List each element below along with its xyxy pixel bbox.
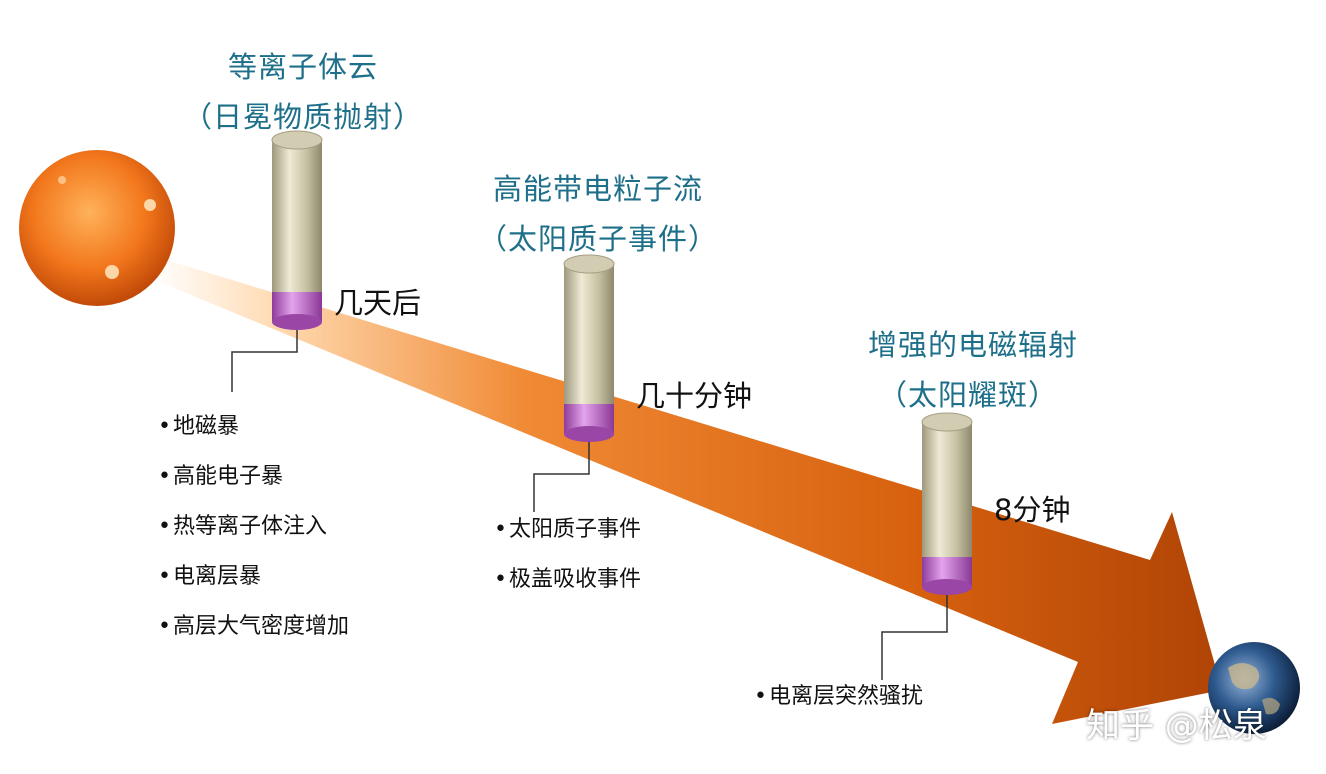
stage-3-time: 8分钟 — [994, 493, 1071, 527]
stage-2-effects: 太阳质子事件 极盖吸收事件 — [494, 505, 641, 605]
stage-1-subtitle: （日冕物质抛射） — [182, 100, 423, 134]
earth — [1208, 642, 1300, 734]
stage-3-title: 增强的电磁辐射 — [867, 328, 1078, 362]
stage-2-title: 高能带电粒子流 — [492, 172, 703, 206]
sun — [19, 150, 175, 306]
effect-item: 高层大气密度增加 — [158, 602, 349, 652]
effect-item: 极盖吸收事件 — [494, 555, 641, 605]
arrow — [150, 255, 1222, 724]
stage-2-subtitle: （太阳质子事件） — [477, 222, 718, 256]
effect-item: 电离层突然骚扰 — [754, 672, 923, 722]
stage-2-time: 几十分钟 — [636, 379, 753, 413]
effect-item: 电离层暴 — [158, 552, 349, 602]
stage-1-title: 等离子体云 — [227, 50, 378, 84]
stage-3-effects: 电离层突然骚扰 — [754, 672, 923, 722]
stage-1-effects: 地磁暴 高能电子暴 热等离子体注入 电离层暴 高层大气密度增加 — [158, 402, 349, 652]
cylinder-3 — [921, 412, 973, 595]
connectors — [231, 322, 948, 680]
cylinder-2 — [563, 254, 615, 442]
watermark: 知乎 @松泉 — [1086, 706, 1267, 746]
effect-item: 热等离子体注入 — [158, 502, 349, 552]
effect-item: 太阳质子事件 — [494, 505, 641, 555]
effect-item: 地磁暴 — [158, 402, 349, 452]
cylinder-1 — [271, 130, 323, 330]
effect-item: 高能电子暴 — [158, 452, 349, 502]
stage-3-subtitle: （太阳耀斑） — [877, 378, 1058, 412]
stage-1-time: 几天后 — [334, 286, 422, 320]
